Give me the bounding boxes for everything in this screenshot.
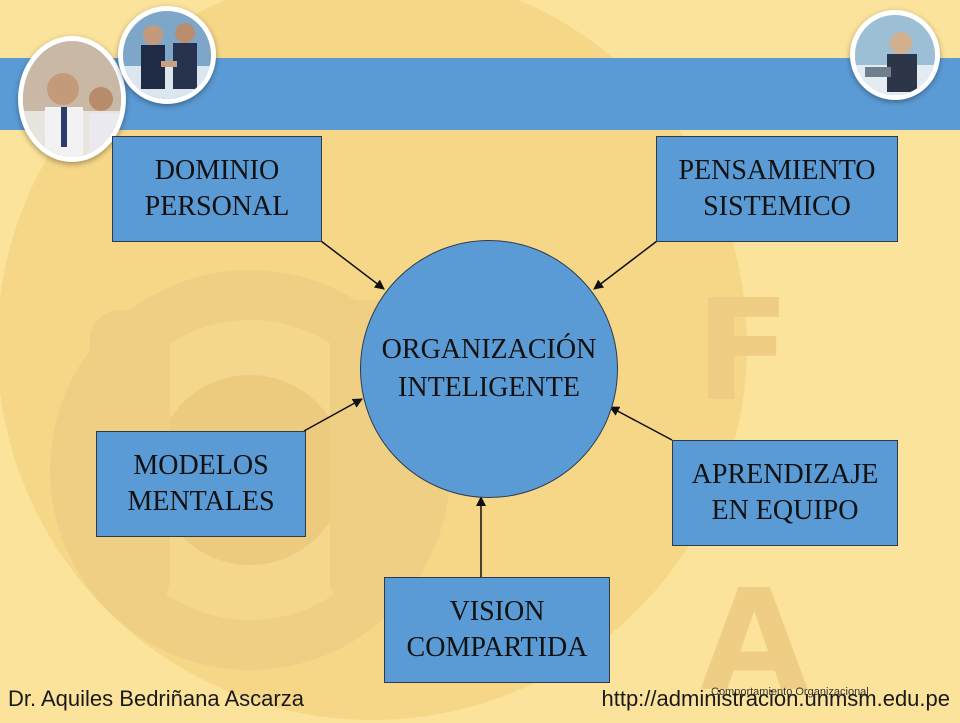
arrow-pensamiento-sistemico: [593, 240, 658, 290]
footer-caption: Comportamiento Organizacional: [711, 686, 869, 698]
businessman-photo-icon: [850, 10, 940, 100]
arrow-modelos-mentales: [303, 398, 363, 432]
arrow-dominio-personal: [320, 240, 385, 290]
box-dominio-personal-label: DOMINIO PERSONAL: [144, 155, 290, 222]
box-modelos-mentales: MODELOS MENTALES: [96, 431, 306, 537]
footer-url: http://administracion.unmsm.edu.pe: [601, 686, 950, 711]
footer-author: Dr. Aquiles Bedriñana Ascarza: [8, 686, 304, 711]
handshake-photo-icon: [118, 6, 216, 104]
box-dominio-personal: DOMINIO PERSONAL: [112, 136, 322, 242]
watermark-letter-f: F: [695, 270, 791, 433]
center-node-label: ORGANIZACIÓN INTELIGENTE: [381, 334, 597, 403]
box-pensamiento-sistemico-label: PENSAMIENTO SISTEMICO: [678, 155, 876, 222]
box-aprendizaje-en-equipo: APRENDIZAJE EN EQUIPO: [672, 440, 898, 546]
box-vision-compartida-label: VISION COMPARTIDA: [406, 596, 588, 663]
box-pensamiento-sistemico: PENSAMIENTO SISTEMICO: [656, 136, 898, 242]
box-modelos-mentales-label: MODELOS MENTALES: [127, 450, 275, 517]
watermark-letter-a: A: [700, 560, 809, 723]
box-vision-compartida: VISION COMPARTIDA: [384, 577, 610, 683]
arrow-aprendizaje-en-equipo: [609, 406, 673, 441]
box-aprendizaje-en-equipo-label: APRENDIZAJE EN EQUIPO: [691, 459, 879, 526]
center-node-organizacion-inteligente: ORGANIZACIÓN INTELIGENTE: [360, 240, 618, 498]
